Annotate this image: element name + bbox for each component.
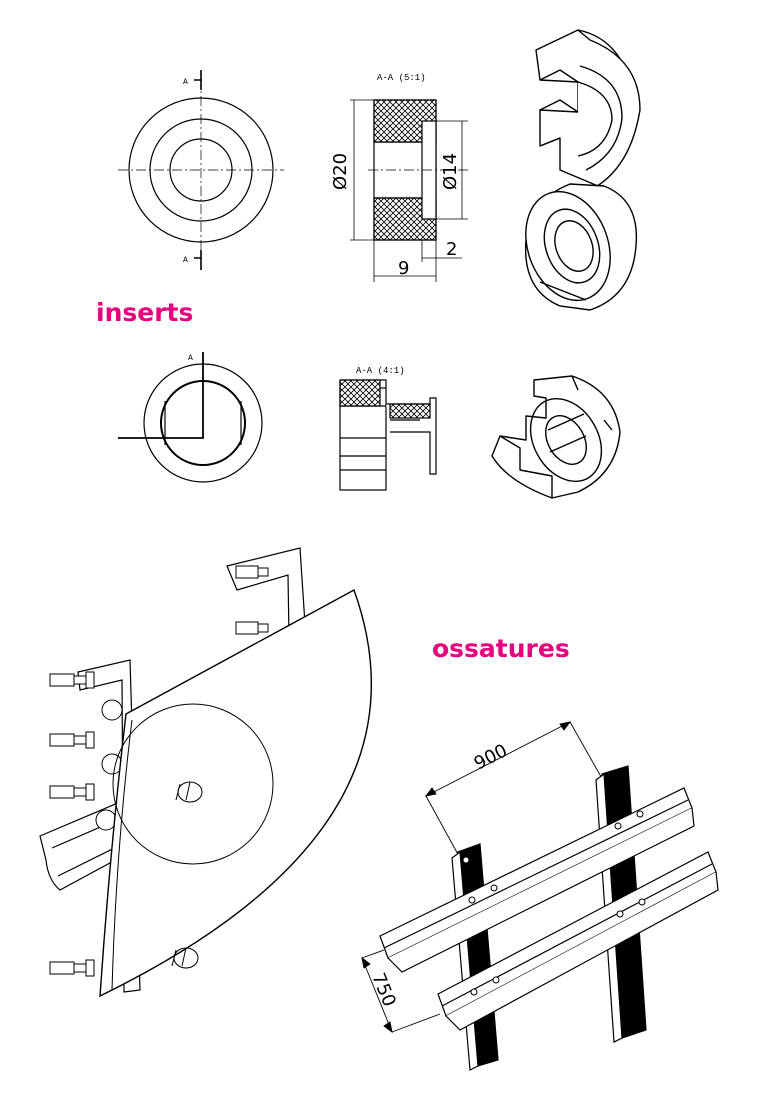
panel-assembly-view bbox=[39, 547, 373, 998]
dim-outer-diameter: Ø20 bbox=[330, 153, 351, 190]
dim-recess: 2 bbox=[446, 239, 457, 260]
insert1-iso-bottom-half bbox=[524, 183, 638, 311]
insert2-iso-view bbox=[491, 375, 621, 499]
dim-inner-diameter: Ø14 bbox=[440, 153, 461, 190]
insert1-section-view: A-A (5:1) Ø20 Ø14 9 2 bbox=[330, 73, 470, 282]
frame-assembly-view: 900 750 bbox=[361, 721, 719, 1071]
section-heading-inserts: inserts bbox=[96, 298, 194, 327]
insert2-front-view: A bbox=[118, 352, 263, 483]
dim-height: 750 bbox=[367, 970, 399, 1010]
insert1-front-view: A A bbox=[118, 70, 284, 270]
section-label-1: A-A (5:1) bbox=[377, 73, 426, 83]
insert2-section-view: A-A (4:1) bbox=[339, 366, 437, 491]
section-marker-insert2: A bbox=[188, 354, 193, 363]
section-marker-top: A bbox=[183, 78, 188, 87]
insert1-iso-top-half bbox=[535, 29, 641, 191]
section-heading-ossatures: ossatures bbox=[432, 634, 570, 663]
dim-spacing: 900 bbox=[471, 740, 511, 774]
section-label-2: A-A (4:1) bbox=[356, 366, 405, 376]
section-marker-bottom: A bbox=[183, 256, 188, 265]
dim-length: 9 bbox=[398, 258, 409, 279]
